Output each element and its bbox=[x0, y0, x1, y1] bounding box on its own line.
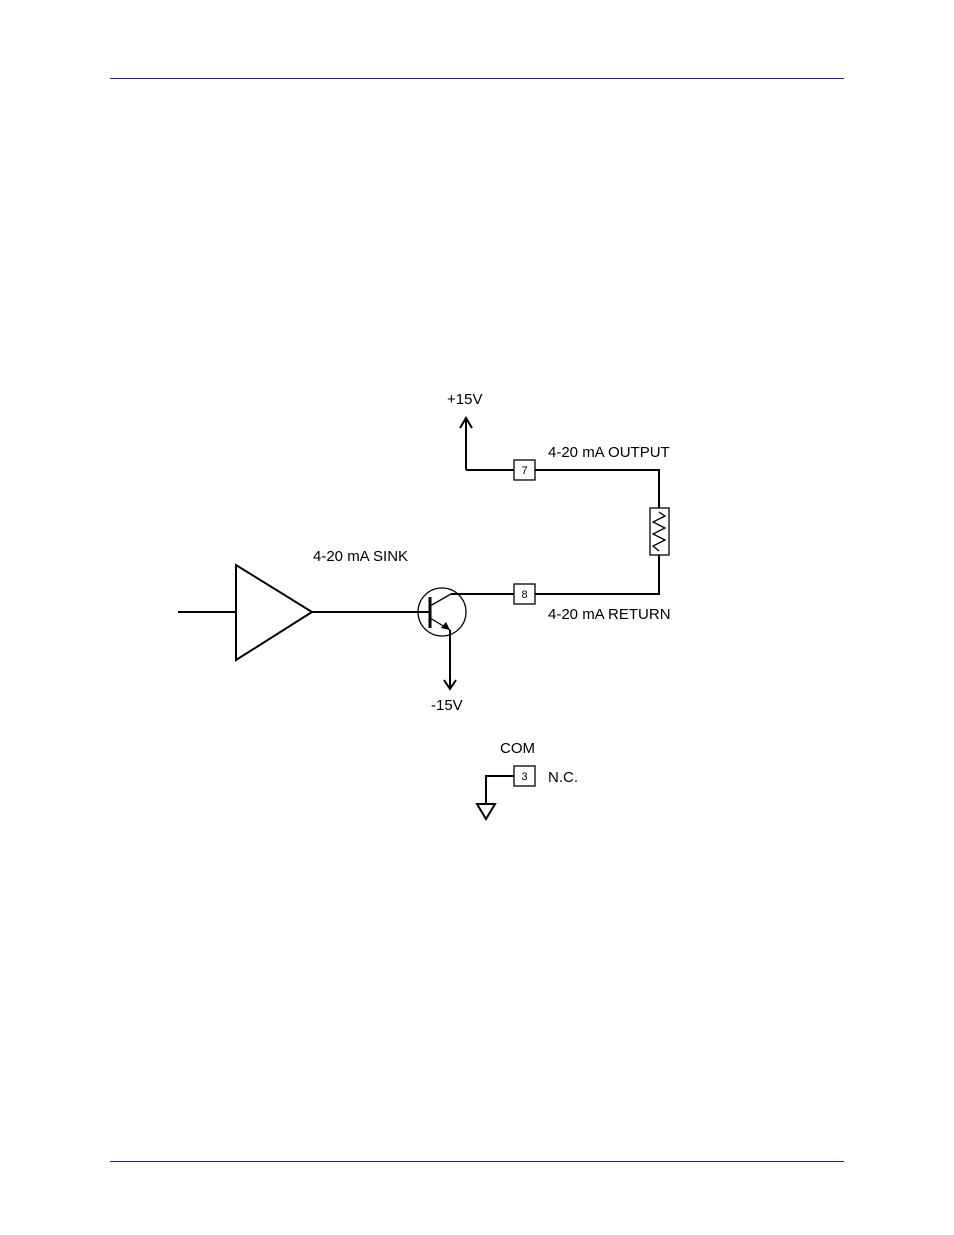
minus-supply-label: -15V bbox=[431, 697, 463, 714]
sink-label: 4-20 mA SINK bbox=[313, 548, 408, 565]
return-loop-wire bbox=[535, 555, 659, 594]
com-wire bbox=[486, 776, 514, 804]
terminal-8-label: 8 bbox=[521, 589, 527, 601]
footer-rule bbox=[110, 1161, 844, 1162]
plus-supply-label: +15V bbox=[447, 391, 482, 408]
terminal-7-label: 7 bbox=[521, 465, 527, 477]
output-loop-wire bbox=[535, 470, 659, 508]
output-label: 4-20 mA OUTPUT bbox=[548, 444, 670, 461]
nc-label: N.C. bbox=[548, 769, 578, 786]
ground-icon bbox=[477, 804, 495, 819]
com-label: COM bbox=[500, 740, 535, 757]
resistor-icon bbox=[650, 508, 669, 555]
terminal-3-label: 3 bbox=[521, 771, 527, 783]
amplifier-icon bbox=[236, 565, 312, 660]
return-label: 4-20 mA RETURN bbox=[548, 606, 671, 623]
